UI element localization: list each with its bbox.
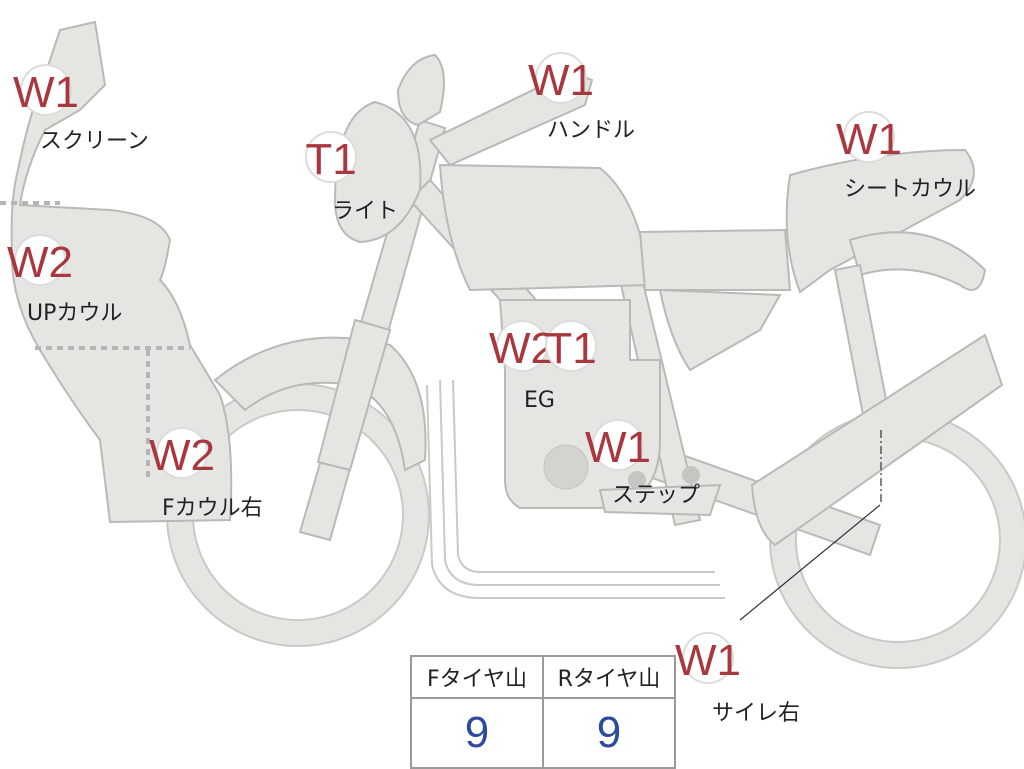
front-tire-value: 9 bbox=[410, 697, 544, 769]
part-label: スクリーン bbox=[40, 129, 149, 154]
fuel-tank bbox=[438, 163, 652, 292]
badge-light bbox=[305, 131, 357, 183]
side-cover bbox=[658, 288, 782, 372]
rear-tire-value: 9 bbox=[542, 697, 676, 769]
part-fcowl-right: W2 Fカウル右 bbox=[149, 427, 263, 521]
badge-code: T1 bbox=[305, 135, 356, 184]
badge-code: W1 bbox=[675, 636, 741, 685]
part-label: UPカウル bbox=[27, 301, 122, 326]
badge-upcowl bbox=[14, 234, 66, 286]
badge-code: T1 bbox=[545, 324, 596, 373]
part-screen: W1 スクリーン bbox=[13, 64, 149, 154]
rear-tire-header: Rタイヤ山 bbox=[542, 655, 676, 699]
part-label: ライト bbox=[332, 199, 398, 224]
part-muffler-right: W1 サイレ右 bbox=[675, 632, 800, 726]
part-label: Fカウル右 bbox=[162, 496, 263, 521]
part-label: シートカウル bbox=[844, 177, 976, 202]
tire-tread-table: Fタイヤ山 Rタイヤ山 9 9 bbox=[410, 655, 676, 769]
part-engine: W2 T1 EG bbox=[489, 320, 597, 413]
badge-code: W1 bbox=[13, 68, 79, 117]
badge-code: W1 bbox=[836, 115, 902, 164]
badge-code: W2 bbox=[489, 324, 555, 373]
part-light: T1 ライト bbox=[305, 131, 398, 224]
badge-code: W1 bbox=[585, 423, 651, 472]
part-step: W1 ステップ bbox=[585, 419, 700, 508]
badge-step bbox=[592, 419, 644, 471]
part-label: ステップ bbox=[612, 483, 700, 508]
leader-line bbox=[739, 504, 881, 621]
part-handle: W1 ハンドル bbox=[528, 52, 635, 143]
badge-code: W2 bbox=[149, 431, 215, 480]
step-bracket bbox=[598, 483, 722, 517]
front-tire-header: Fタイヤ山 bbox=[410, 655, 544, 699]
badge-code: W2 bbox=[7, 238, 73, 287]
seat bbox=[638, 228, 792, 291]
badge-screen bbox=[20, 64, 72, 116]
badge-engine-2 bbox=[545, 320, 597, 372]
badge-code: W1 bbox=[528, 56, 594, 105]
part-label: サイレ右 bbox=[712, 701, 800, 726]
part-label: ハンドル bbox=[547, 118, 635, 143]
badge-muffler-right bbox=[682, 632, 734, 684]
footpeg bbox=[628, 471, 646, 489]
headlight bbox=[333, 100, 422, 244]
muffler bbox=[750, 333, 1004, 547]
exhaust-pipe bbox=[439, 379, 720, 586]
badge-fcowl-right bbox=[156, 427, 208, 479]
part-seatcowl: W1 シートカウル bbox=[836, 111, 976, 202]
part-upcowl: W2 UPカウル bbox=[7, 234, 122, 326]
part-label: EG bbox=[524, 388, 555, 413]
front-cowl bbox=[10, 20, 233, 524]
badge-seatcowl bbox=[843, 111, 895, 163]
engine-cover bbox=[543, 444, 589, 490]
badge-handle bbox=[535, 52, 587, 104]
